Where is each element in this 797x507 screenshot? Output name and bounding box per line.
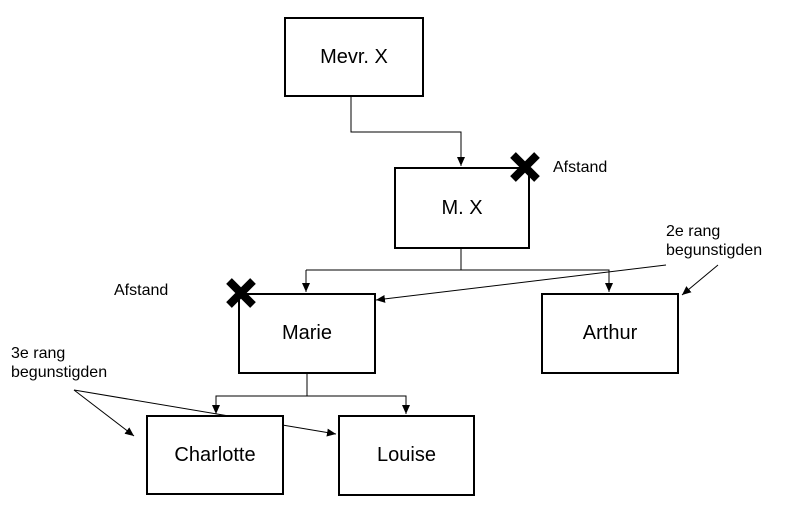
node-mevr-x-label: Mevr. X [320,45,388,68]
label-rank3: 3e rang begunstigden [11,344,107,382]
node-arthur-label: Arthur [582,322,638,344]
node-mevr-x: Mevr. X [284,17,424,97]
label-rank3-line2: begunstigden [11,364,108,381]
node-marie: Marie [238,293,376,374]
pointer-rank3-charlotte [73,389,135,437]
cross-icon [510,152,540,182]
node-arthur: Arthur [541,293,679,374]
edge-mx-stem [306,249,462,271]
edge-marie-louise [307,395,410,414]
label-afstand-mx: Afstand [553,159,608,176]
label-rank2-line1: 2e rang [666,223,721,240]
node-m-x-label: M. X [441,196,483,219]
label-rank2-line2: begunstigden [666,242,763,259]
node-charlotte-label: Charlotte [174,443,256,466]
pointer-rank3-louise [73,389,337,437]
label-afstand-marie: Afstand [114,282,169,299]
edge-mevrx-mx [350,97,465,166]
label-rank3-line1: 3e rang [11,345,66,362]
cross-icon [226,278,256,308]
edge-mx-arthur [461,269,613,292]
node-m-x: M. X [394,167,530,249]
node-louise-label: Louise [377,444,436,466]
node-charlotte: Charlotte [146,415,284,495]
label-rank2: 2e rang begunstigden [666,222,762,260]
pointer-rank2-marie [375,264,667,303]
node-louise: Louise [338,415,475,496]
edge-marie-charlotte [212,395,307,414]
node-marie-label: Marie [281,322,332,344]
pointer-rank2-arthur [681,264,719,296]
